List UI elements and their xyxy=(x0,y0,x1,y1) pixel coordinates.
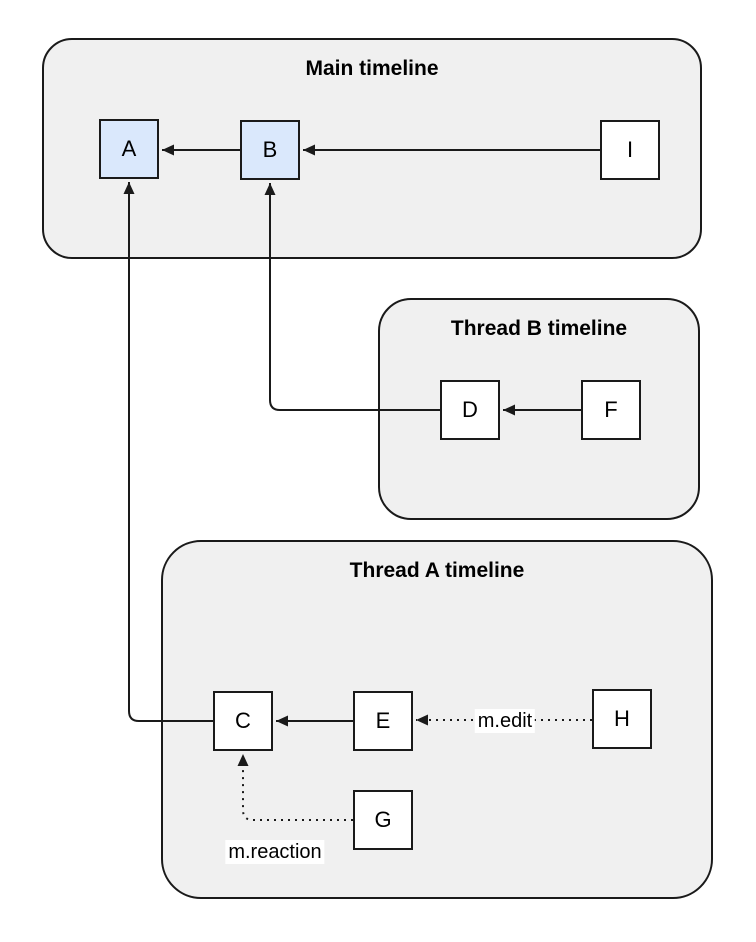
main-timeline-title: Main timeline xyxy=(305,57,439,80)
node-e: E xyxy=(353,691,413,751)
node-i: I xyxy=(600,120,660,180)
thread-a-timeline-title: Thread A timeline xyxy=(349,559,525,582)
node-g: G xyxy=(353,790,413,850)
edge-label-m-edit: m.edit xyxy=(474,709,536,733)
edge-d-to-b xyxy=(264,183,440,411)
node-d: D xyxy=(440,380,500,440)
node-f: F xyxy=(581,380,641,440)
node-b: B xyxy=(240,120,300,180)
node-a: A xyxy=(99,119,159,179)
node-h: H xyxy=(592,689,652,749)
node-c: C xyxy=(213,691,273,751)
thread-b-timeline-title: Thread B timeline xyxy=(450,317,628,340)
edge-label-m-reaction: m.reaction xyxy=(225,840,325,864)
edge-g-to-c-m-reaction xyxy=(237,754,353,821)
edge-c-to-a xyxy=(123,182,213,722)
